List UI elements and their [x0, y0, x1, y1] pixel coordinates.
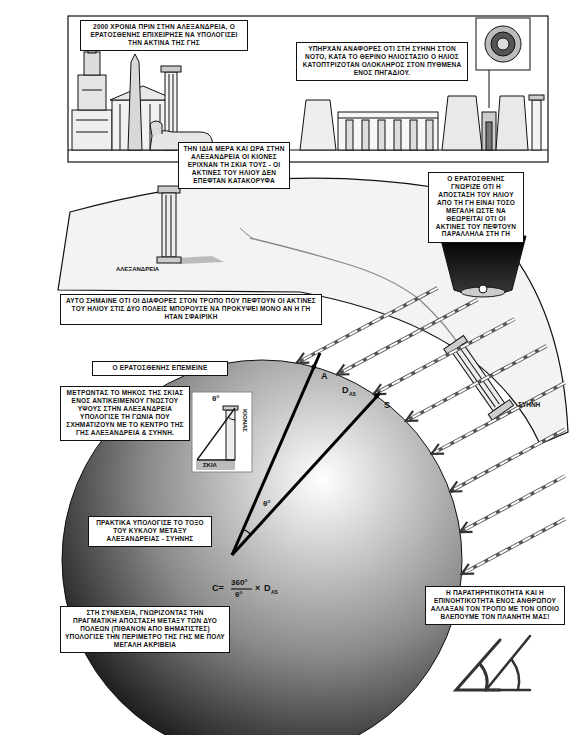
figure-label: AS — [349, 392, 356, 397]
ancient-scene — [68, 16, 548, 162]
caption-box: Ο ΕΡΑΤΟΣΘΕΝΗΣ ΕΠΕΜΕΙΝΕ — [92, 361, 228, 376]
caption-box: ΥΠΗΡΧΑΝ ΑΝΑΦΟΡΕΣ ΟΤΙ ΣΤΗ ΣΥΗΝΗ ΣΤΟΝ ΝΟΤΟ… — [296, 42, 468, 81]
earth-sphere — [62, 360, 462, 735]
figure-label: ΑΛΕΞΑΝΔΡΕΙΑ — [116, 266, 159, 272]
figure-label: θ° — [235, 591, 243, 599]
caption-box: Η ΠΑΡΑΤΗΡΗΤΙΚΟΤΗΤΑ ΚΑΙ Η ΕΠΙΝΟΗΤΙΚΟΤΗΤΑ … — [425, 586, 565, 625]
figure-label: C= — [212, 584, 224, 593]
well-shaft — [440, 236, 526, 297]
alexandria-column — [157, 186, 224, 264]
caption-text: 2000 ΧΡΟΝΙΑ ΠΡΙΝ ΣΤΗΝ ΑΛΕΞΑΝΔΡΕΙΑ, Ο ΕΡΑ… — [85, 23, 243, 47]
caption-text: Η ΠΑΡΑΤΗΡΗΤΙΚΟΤΗΤΑ ΚΑΙ Η ΕΠΙΝΟΗΤΙΚΟΤΗΤΑ … — [430, 589, 560, 621]
syene-column — [443, 335, 514, 420]
figure-label: ΚΙΟΝΑΣ — [242, 409, 248, 432]
caption-text: Ο ΕΡΑΤΟΣΘΕΝΗΣ ΓΝΩΡΙΖΕ ΟΤΙ Η ΑΠΟΣΤΑΣΗ ΤΟΥ… — [433, 175, 519, 238]
caption-text: ΤΗΝ ΙΔΙΑ ΜΕΡΑ ΚΑΙ ΩΡΑ ΣΤΗΝ ΑΛΕΞΑΝΔΡΕΙΑ Ο… — [183, 145, 285, 185]
caption-box: ΤΗΝ ΙΔΙΑ ΜΕΡΑ ΚΑΙ ΩΡΑ ΣΤΗΝ ΑΛΕΞΑΝΔΡΕΙΑ Ο… — [178, 142, 290, 189]
caption-box: ΠΡΑΚΤΙΚΑ ΥΠΟΛΟΓΙΣΕ ΤΟ ΤΟΞΟ ΤΟΥ ΚΥΚΛΟΥ ΜΕ… — [88, 516, 212, 547]
caption-box: Ο ΕΡΑΤΟΣΘΕΝΗΣ ΓΝΩΡΙΖΕ ΟΤΙ Η ΑΠΟΣΤΑΣΗ ΤΟΥ… — [428, 172, 524, 243]
figure-label: D — [264, 584, 271, 593]
caption-text: ΥΠΗΡΧΑΝ ΑΝΑΦΟΡΕΣ ΟΤΙ ΣΤΗ ΣΥΗΝΗ ΣΤΟΝ ΝΟΤΟ… — [301, 45, 463, 77]
caption-box: 2000 ΧΡΟΝΙΑ ΠΡΙΝ ΣΤΗΝ ΑΛΕΞΑΝΔΡΕΙΑ, Ο ΕΡΑ… — [80, 20, 248, 51]
caption-text: ΜΕΤΡΩΝΤΑΣ ΤΟ ΜΗΚΟΣ ΤΗΣ ΣΚΙΑΣ ΕΝΟΣ ΑΝΤΙΚΕ… — [65, 389, 185, 437]
figure-label: D — [342, 386, 349, 395]
figure-label: ΣΚΙΑ — [203, 462, 217, 468]
figure-label: A — [321, 372, 328, 381]
caption-text: Ο ΕΡΑΤΟΣΘΕΝΗΣ ΕΠΕΜΕΙΝΕ — [97, 364, 223, 372]
caption-box: ΣΤΗ ΣΥΝΕΧΕΙΑ, ΓΝΩΡΙΖΟΝΤΑΣ ΤΗΝ ΠΡΑΓΜΑΤΙΚΗ… — [60, 606, 230, 653]
caption-text: ΠΡΑΚΤΙΚΑ ΥΠΟΛΟΓΙΣΕ ΤΟ ΤΟΞΟ ΤΟΥ ΚΥΚΛΟΥ ΜΕ… — [93, 519, 207, 543]
caption-box: ΜΕΤΡΩΝΤΑΣ ΤΟ ΜΗΚΟΣ ΤΗΣ ΣΚΙΑΣ ΕΝΟΣ ΑΝΤΙΚΕ… — [60, 386, 190, 441]
figure-label: × — [255, 584, 260, 593]
figure-label: θ° — [263, 500, 271, 508]
figure-label: θ° — [212, 395, 220, 403]
figure-label: S — [384, 401, 390, 410]
caption-text: ΑΥΤΟ ΣΗΜΑΙΝΕ ΟΤΙ ΟΙ ΔΙΑΦΟΡΕΣ ΣΤΟΝ ΤΡΟΠΟ … — [65, 297, 317, 321]
logo-mark — [456, 636, 530, 690]
figure-label: AS — [271, 590, 278, 595]
caption-box: ΑΥΤΟ ΣΗΜΑΙΝΕ ΟΤΙ ΟΙ ΔΙΑΦΟΡΕΣ ΣΤΟΝ ΤΡΟΠΟ … — [60, 294, 322, 325]
caption-text: ΣΤΗ ΣΥΝΕΧΕΙΑ, ΓΝΩΡΙΖΟΝΤΑΣ ΤΗΝ ΠΡΑΓΜΑΤΙΚΗ… — [65, 609, 225, 649]
shadow-inset — [192, 392, 252, 472]
sun-rays — [297, 288, 565, 574]
angle-lines — [231, 353, 380, 589]
figure-label: 360° — [231, 579, 248, 587]
figure-label: ΣΥΗΝΗ — [518, 402, 540, 409]
